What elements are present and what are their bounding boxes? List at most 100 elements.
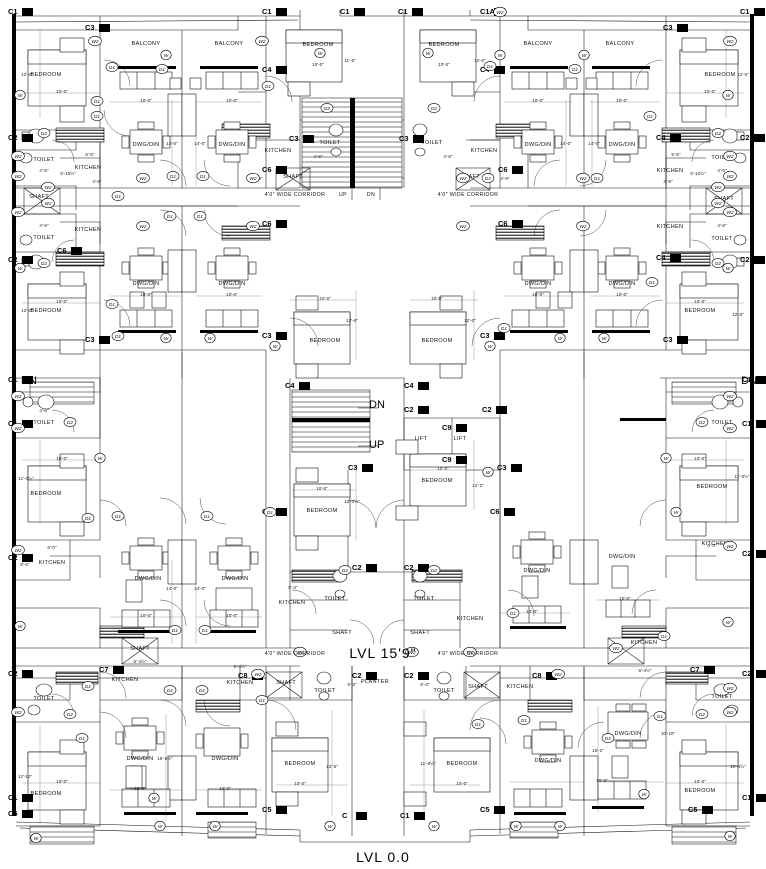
column-tag: C2 [404, 671, 413, 680]
room-label: BEDROOM [421, 338, 452, 344]
room-label: DWG/DIN [222, 576, 249, 582]
door-tag-circle [200, 511, 214, 521]
door-tag-circle [427, 103, 441, 113]
window-tag-circle [456, 172, 470, 184]
window-tag: W2 [14, 710, 22, 716]
room-label: BEDROOM [284, 761, 315, 767]
dimension-label: 12'-0" [474, 58, 486, 63]
column-tag: C3 [262, 331, 271, 340]
column-block [414, 812, 425, 820]
room-label: BEDROOM [30, 491, 61, 497]
door-tag: D1 [85, 516, 91, 522]
window-tag-circle [14, 262, 26, 274]
dimension-label: 10'-0" [312, 62, 324, 67]
window-tag: W [158, 824, 163, 830]
dimension-label: 10'-0" [532, 98, 544, 103]
room-label: KITCHEN [227, 680, 254, 686]
column-tag: C4 [262, 65, 272, 74]
column-tag: C1 [8, 793, 17, 802]
window-tag-circle [41, 197, 55, 209]
dimension-label: 4'-9" [92, 179, 102, 184]
room-label: KITCHEN [507, 684, 534, 690]
column-block [504, 508, 515, 516]
column-tag: C5 [8, 809, 17, 818]
door-tag: D2 [431, 568, 437, 574]
room-label: TOILET [711, 420, 733, 426]
window-tag-circle [723, 35, 737, 47]
window-tag: W [514, 824, 519, 830]
room-label: BALCONY [132, 41, 161, 47]
column-block [756, 794, 766, 802]
dimension-label: 4'-6" [717, 223, 727, 228]
room-label: TOILET [413, 596, 435, 602]
window-tag: W [164, 336, 169, 342]
column-tag: C3 [480, 331, 489, 340]
column-tag: C1 [742, 419, 751, 428]
door-tag: D1 [115, 194, 121, 200]
room-label: DWG/DIN [133, 142, 160, 148]
window-tag-circle [723, 206, 737, 218]
column-tag: C7 [99, 665, 108, 674]
room-label: KITCHEN [702, 541, 729, 547]
window-tag: W [98, 456, 103, 462]
window-tag: W2 [579, 176, 587, 182]
room-label: DWG/DIN [212, 756, 239, 762]
door-tag: D1 [572, 67, 578, 73]
door-tag-circle [81, 513, 95, 523]
column-block [22, 810, 33, 818]
column-tag: C1 [340, 7, 349, 16]
window-tag-circle [638, 788, 650, 800]
window-tag-circle [41, 181, 55, 193]
kitchen-counters [55, 123, 711, 713]
column-tag: C2 [740, 255, 749, 264]
window-tag: W2 [579, 224, 587, 230]
door-tag-circle [90, 96, 104, 106]
window-tag-circle [246, 172, 260, 184]
door-tag: D1 [115, 514, 121, 520]
column-block [22, 670, 33, 678]
room-label: SHAFT [468, 684, 488, 690]
door-tag-circle [195, 685, 209, 695]
window-tag: W2 [726, 686, 734, 692]
dimension-label: 6'-3" [707, 543, 717, 548]
column-block [670, 134, 681, 142]
dimension-label: 10'-0" [140, 613, 152, 618]
window-sills [118, 66, 666, 815]
room-label: DWG/DIN [219, 281, 246, 287]
window-tag: W [488, 344, 493, 350]
door-tag: D1 [647, 114, 653, 120]
door-tag-circle [695, 709, 709, 719]
column-tag: C1 [742, 793, 751, 802]
door-tag: D1 [115, 334, 121, 340]
door-tag: D1 [167, 688, 173, 694]
window-tag: W [602, 336, 607, 342]
door-tag-circle [105, 299, 119, 309]
dimension-label: 12'-0" [732, 312, 744, 317]
door-tag: D1 [199, 688, 205, 694]
stair-direction-label: DN [741, 375, 757, 387]
room-label: SHAFT [283, 174, 303, 180]
column-block [276, 508, 287, 516]
window-tag: W2 [14, 174, 22, 180]
door-tag: D1 [159, 67, 165, 73]
window-tag-circle [422, 47, 434, 59]
corridor-label: 4'0" WIDE CORRIDOR [438, 192, 498, 198]
column-tag: C [342, 811, 348, 820]
window-tag-circle [88, 35, 102, 47]
door-tag: D1 [661, 634, 667, 640]
column-tag: C3 [348, 463, 357, 472]
door-tag-circle [483, 61, 497, 71]
window-tag-circle [148, 792, 160, 804]
door-tag: D1 [109, 65, 115, 71]
dimension-label: 12'-0" [464, 318, 476, 323]
door-tag: D1 [475, 722, 481, 728]
door-tag-circle [517, 715, 531, 725]
door-tag-circle [166, 171, 180, 181]
dimension-label: 10'-0" [694, 779, 706, 784]
dimension-label: 15'-6½" [157, 755, 173, 761]
dimension-label: 10'-0" [431, 296, 443, 301]
column-tag: C5 [688, 805, 697, 814]
window-tag: W [34, 836, 39, 842]
window-tag-circle [724, 830, 736, 842]
dimension-label: 14'-0" [194, 586, 206, 591]
